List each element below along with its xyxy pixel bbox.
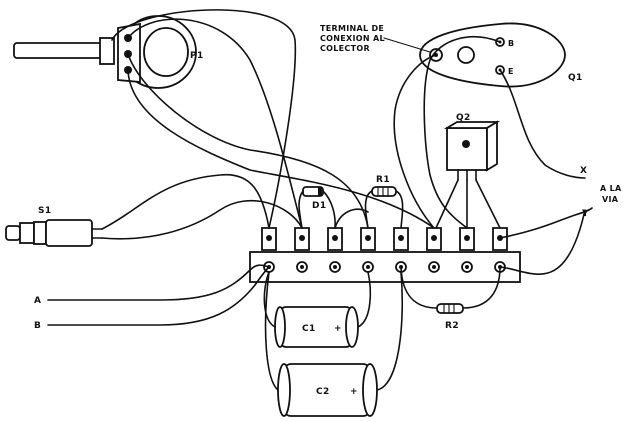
label-wire-b: B [34, 321, 41, 331]
wire-collector-t6 [393, 54, 437, 229]
label-c2: C2 [316, 387, 330, 397]
label-s1: S1 [38, 206, 52, 216]
label-q1-b: B [508, 39, 514, 48]
label-r1: R1 [376, 175, 390, 185]
terminal-4 [360, 227, 376, 273]
potentiometer-p1 [13, 15, 197, 89]
transistor-q1 [419, 22, 566, 88]
terminal-7 [459, 227, 475, 273]
capacitor-c1 [263, 271, 372, 348]
wire-d1-r1 [334, 208, 369, 229]
wire-s1-top [101, 173, 270, 230]
terminal-note-line3: COLECTOR [320, 44, 370, 53]
label-wire-x: X [580, 166, 587, 176]
q1-center-mount [457, 46, 475, 64]
label-q1: Q1 [568, 73, 583, 83]
wire-b [47, 266, 270, 326]
terminal-strip [249, 227, 521, 283]
terminal-3 [327, 227, 343, 273]
terminal-2 [294, 227, 310, 273]
terminal-6 [426, 227, 442, 273]
wire-a [47, 264, 270, 301]
q2-tab-hole [462, 140, 470, 148]
terminal-note-pointer [383, 37, 431, 53]
label-q1-e: E [508, 67, 514, 76]
terminal-note-line2: CONEXION AL [320, 34, 385, 43]
switch-body [45, 219, 93, 247]
strip-base [249, 251, 521, 283]
strip-terminals [261, 227, 508, 273]
pot-back [143, 27, 189, 77]
wire-y [499, 207, 593, 239]
wire-p1-t2 [127, 18, 303, 229]
label-p1: P1 [190, 51, 204, 61]
terminal-8 [492, 227, 508, 273]
wire-base [423, 36, 501, 229]
pot-shaft [13, 42, 113, 59]
label-c1: C1 [302, 324, 316, 334]
terminal-note-line1: TERMINAL DE [320, 24, 384, 33]
label-d1: D1 [312, 201, 327, 211]
resistor-r1 [364, 186, 404, 229]
wire-emitter-x [499, 69, 586, 179]
wire-p1-t6 [127, 69, 435, 229]
wire-p1-t1 [111, 9, 297, 229]
wire-y-return [499, 209, 586, 275]
switch-collar [33, 221, 47, 245]
q2-body [446, 127, 488, 171]
label-q2: Q2 [456, 113, 471, 123]
pot-bushing [99, 37, 115, 65]
label-via-line2: VIA [602, 195, 619, 204]
label-c1-plus: + [334, 324, 342, 334]
q2-leads [435, 179, 501, 229]
transistor-q2 [435, 120, 501, 229]
capacitor-c2 [264, 271, 404, 417]
switch-toggle [5, 225, 21, 241]
wire-s1-bottom [101, 199, 303, 240]
label-wire-y: Y [581, 209, 589, 219]
switch-s1 [5, 219, 103, 247]
switch-nut [19, 222, 35, 244]
label-via-line1: A LA [600, 184, 622, 193]
label-wire-a: A [34, 296, 41, 306]
label-r2: R2 [445, 321, 459, 331]
label-c2-plus: + [350, 387, 358, 397]
resistor-r2 [400, 266, 501, 314]
wires [47, 9, 593, 326]
terminal-5 [393, 227, 409, 273]
